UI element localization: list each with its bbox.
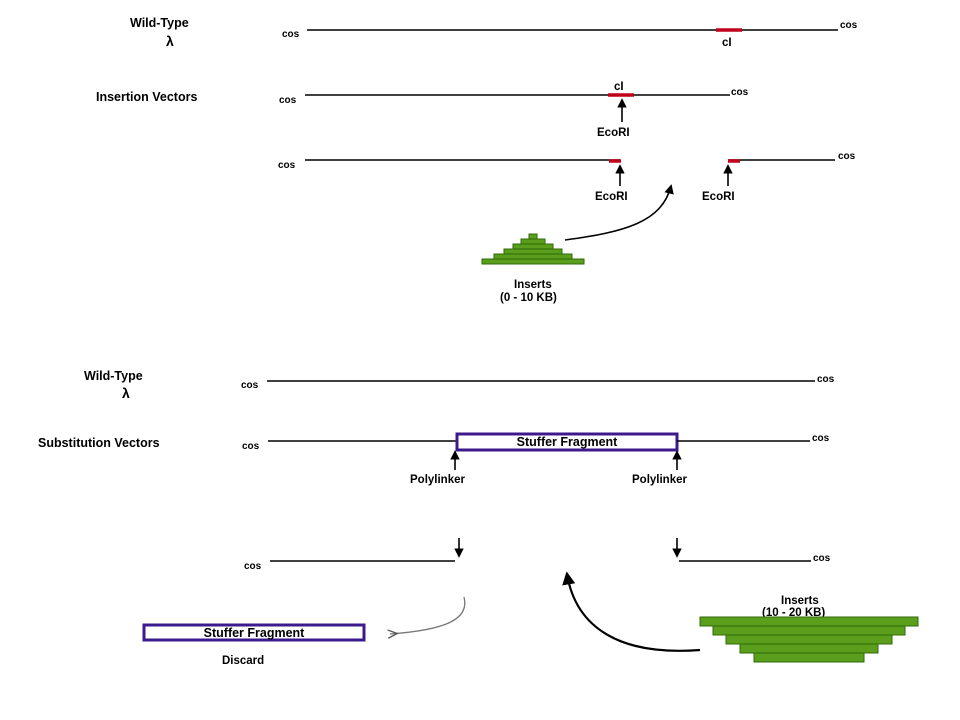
inserts-label-bottom: Inserts <box>781 595 819 607</box>
cos-label: cos <box>817 374 835 385</box>
stuffer-fragment-label: Stuffer Fragment <box>517 435 619 449</box>
insertion-vectors-label: Insertion Vectors <box>96 90 197 104</box>
small-inserts-pyramid <box>481 233 585 265</box>
discard-label: Discard <box>222 655 264 667</box>
large-inserts-pyramid <box>699 616 919 663</box>
stuffer-fragment-box <box>455 432 679 452</box>
substitution-vectors-label: Substitution Vectors <box>38 436 160 450</box>
inserts-size-label: (0 - 10 KB) <box>500 292 557 304</box>
ci-label: cI <box>614 81 624 93</box>
discarded-stuffer-label: Stuffer Fragment <box>204 626 306 640</box>
cos-label: cos <box>813 553 831 564</box>
lambda-symbol-bottom: λ <box>122 385 130 401</box>
ecori-label: EcoRI <box>595 191 628 203</box>
cos-label: cos <box>812 433 830 444</box>
inserts-size-label-bottom: (10 - 20 KB) <box>762 607 825 619</box>
cos-label: cos <box>241 380 259 391</box>
inserts-label: Inserts <box>514 279 552 291</box>
cos-label: cos <box>282 29 300 40</box>
wild-type-label-top: Wild-Type <box>130 16 189 30</box>
cos-label: cos <box>838 151 856 162</box>
cos-label: cos <box>244 561 262 572</box>
substitution-curved-arrow <box>562 571 701 652</box>
wild-type-label-bottom: Wild-Type <box>84 369 143 383</box>
insertion-curved-arrow <box>564 184 674 241</box>
cos-label: cos <box>840 20 858 31</box>
ci-label: cI <box>722 37 732 49</box>
polylinker-label-left: Polylinker <box>410 474 465 486</box>
cos-label: cos <box>278 160 296 171</box>
ecori-label: EcoRI <box>597 127 630 139</box>
cos-label: cos <box>242 441 260 452</box>
discard-curved-arrow <box>390 596 466 634</box>
lambda-symbol-top: λ <box>166 33 174 49</box>
polylinker-label-right: Polylinker <box>632 474 687 486</box>
cos-label: cos <box>731 87 749 98</box>
ecori-label: EcoRI <box>702 191 735 203</box>
cos-label: cos <box>279 95 297 106</box>
discarded-stuffer-box <box>142 623 366 642</box>
